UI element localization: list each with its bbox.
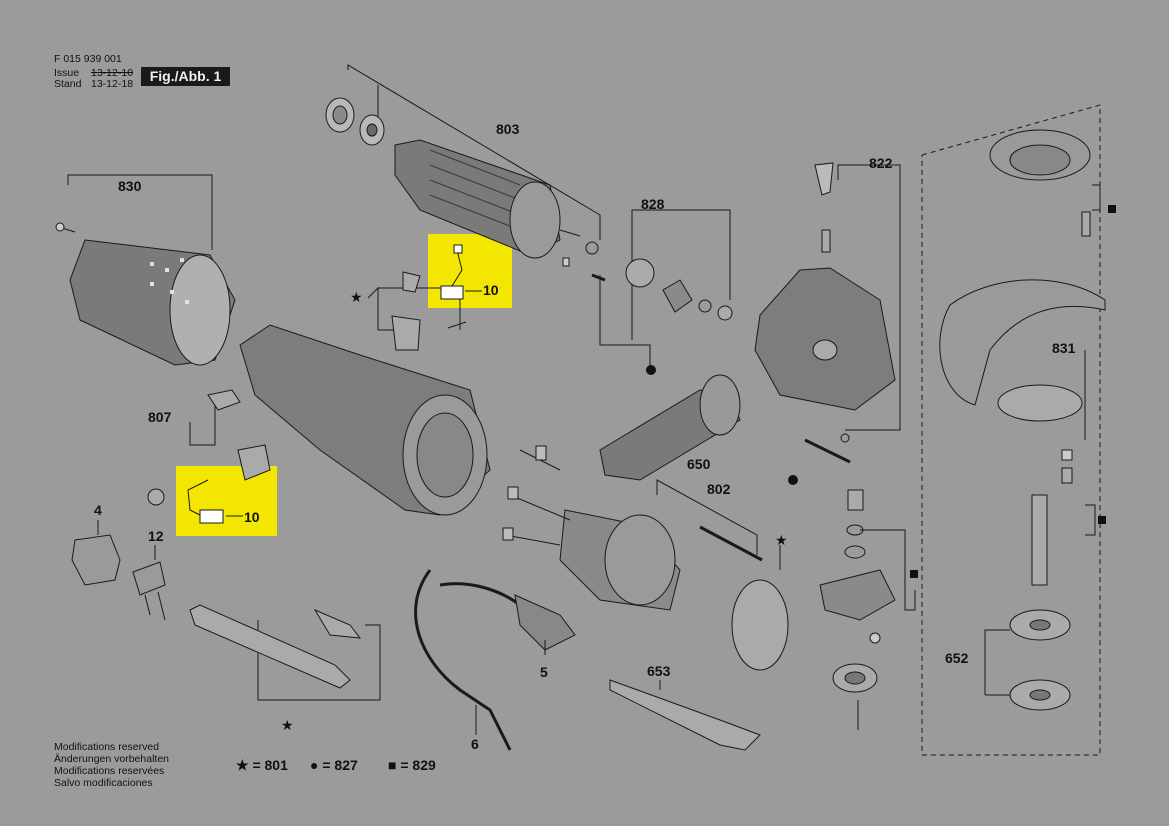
callout-653: 653 [647, 663, 671, 679]
actuator-rod-icon [189, 604, 351, 689]
callout-831: 831 [1052, 340, 1076, 356]
callout-652: 652 [945, 650, 969, 666]
stand-date: 13-12-18 [91, 78, 134, 90]
leader-828 [599, 275, 651, 365]
leader-803 [347, 64, 601, 240]
callout-5: 5 [540, 664, 548, 680]
cable-icon [414, 569, 512, 751]
callout-803: 803 [496, 121, 520, 137]
leader-830 [67, 174, 213, 250]
carbon-brush-icon [440, 285, 464, 300]
circle-marker [646, 365, 656, 375]
highlight-carbon-brush-bottom [176, 466, 277, 536]
notice-es: Salvo modificaciones [54, 777, 153, 789]
switch-icon [71, 534, 121, 586]
callout-830: 830 [118, 178, 142, 194]
square-marker [1108, 205, 1116, 213]
callout-650: 650 [687, 456, 711, 472]
svg-text:★: ★ [281, 717, 294, 733]
issue-label: Issue [54, 67, 80, 79]
gear-housing-icon [754, 267, 896, 411]
issue-date: 13-12-10 [91, 67, 134, 79]
callout-822: 822 [869, 155, 893, 171]
spindle-icon [1031, 494, 1048, 586]
legend-circle: ● = 827 [310, 757, 358, 773]
callout-807: 807 [148, 409, 172, 425]
callout-802: 802 [707, 481, 731, 497]
pin-wrench-icon [609, 679, 761, 751]
star-marker: ★ [350, 289, 363, 305]
stand-label: Stand [54, 78, 82, 90]
carbon-brush-icon-2 [199, 509, 224, 524]
notice-de: Änderungen vorbehalten [54, 753, 170, 765]
leader-822 [837, 164, 901, 431]
leader-802 [656, 479, 758, 555]
leader-807 [189, 405, 216, 446]
plug-icon [514, 594, 576, 651]
figure-label: Fig./Abb. 1 [141, 67, 230, 86]
bevel-gear-icon [819, 569, 896, 621]
svg-text:★: ★ [775, 532, 788, 548]
callout-4: 4 [94, 502, 102, 518]
callout-10-top: 10 [483, 282, 499, 298]
notice-fr: Modifications reservées [54, 765, 165, 777]
legend-square: ■ = 829 [388, 757, 436, 773]
callout-12: 12 [148, 528, 164, 544]
doc-number: F 015 939 001 [54, 53, 122, 65]
callout-6: 6 [471, 736, 479, 752]
modifications-notice: Modifications reserved Änderungen vorbeh… [54, 741, 169, 789]
callout-828: 828 [641, 196, 665, 212]
notice-en: Modifications reserved [54, 741, 160, 753]
wheel-guard-icon [939, 279, 1106, 406]
callout-10-bottom: 10 [244, 509, 260, 525]
legend-star: ★ = 801 [236, 757, 288, 773]
